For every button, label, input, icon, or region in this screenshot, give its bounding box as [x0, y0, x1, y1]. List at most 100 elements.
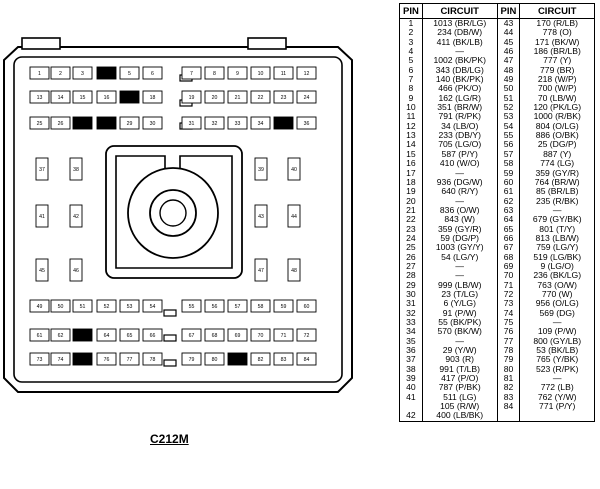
circuit-id: 800 (GY/LB) [519, 336, 595, 347]
circuit-id: 109 (P/W) [519, 326, 595, 337]
pin-cavity: 79 [181, 352, 202, 366]
pin-cavity: 25 [29, 116, 50, 130]
pin-cavity: 18 [142, 90, 163, 104]
circuit-id: 519 (LG/BK) [519, 252, 595, 262]
pin-number: 61 [496, 186, 521, 197]
cavity-number: 69 [235, 333, 241, 339]
circuit-id [519, 411, 595, 422]
pin-number: 47 [496, 56, 521, 66]
pin-number: 3 [399, 37, 423, 48]
plugged-cavity [273, 116, 294, 130]
pin-cavity: 67 [181, 328, 202, 342]
pin-number: 22 [399, 214, 423, 225]
pin-number: 18 [399, 177, 423, 188]
pin-number: 40 [399, 383, 423, 393]
pin-cavity: 30 [142, 116, 163, 130]
circuit-id: 777 (Y) [519, 56, 595, 66]
pin-cavity: 14 [50, 90, 71, 104]
pin-number: 42 [399, 411, 423, 422]
pin-cavity: 32 [204, 116, 225, 130]
pin-number: 38 [399, 364, 423, 375]
pin-number: 52 [496, 102, 521, 113]
pin-cavity: 3 [72, 66, 93, 80]
cavity-number: 61 [37, 333, 43, 339]
cavity-number: 12 [304, 71, 310, 77]
pin-number [399, 402, 423, 412]
cavity-number: 6 [151, 71, 154, 77]
cavity-number: 34 [258, 121, 264, 127]
pin-cavity: 19 [181, 90, 202, 104]
pin-number: 69 [496, 261, 521, 272]
cavity-number: 1 [38, 71, 41, 77]
circuit-id: 770 (W) [519, 289, 595, 300]
circuit-id: 771 (P/Y) [519, 401, 595, 412]
pin-number: 8 [399, 84, 423, 94]
pin-number: 80 [496, 364, 521, 375]
cavity-number: 84 [304, 357, 310, 363]
pin-cavity: 16 [96, 90, 117, 104]
pin-cavity: 84 [296, 352, 317, 366]
circuit-id: 25 (DG/P) [519, 140, 595, 150]
cavity-number: 36 [304, 121, 310, 127]
circuit-id: 762 (Y/W) [519, 392, 595, 403]
cavity-number: 50 [58, 304, 64, 310]
cavity-number: 7 [190, 71, 193, 77]
header-pin-right: PIN [496, 3, 521, 19]
cavity-number: 32 [212, 121, 218, 127]
pin-cavity: 44 [287, 204, 301, 228]
pin-cavity: 71 [273, 328, 294, 342]
circuit-id: — [519, 373, 595, 384]
cavity-number: 44 [291, 214, 297, 220]
cavity-number: 14 [58, 95, 64, 101]
cavity-number: 67 [189, 333, 195, 339]
plugged-cavity [96, 116, 117, 130]
pin-cavity: 26 [50, 116, 71, 130]
pin-cavity: 21 [227, 90, 248, 104]
pin-number: 2 [399, 27, 423, 38]
pin-number: 1 [399, 18, 423, 29]
pin-number: 73 [496, 298, 521, 309]
circuit-id: 359 (GY/R) [519, 168, 595, 178]
cavity-number: 59 [281, 304, 287, 310]
cavity-number: 64 [104, 333, 110, 339]
pin-cavity: 10 [250, 66, 271, 80]
pin-number: 60 [496, 177, 521, 188]
circuit-id: 523 (R/PK) [519, 364, 595, 375]
pin-cavity: 80 [204, 352, 225, 366]
cavity-number: 31 [189, 121, 195, 127]
pin-number: 37 [399, 355, 423, 365]
pin-number: 24 [399, 233, 423, 244]
pin-cavity: 78 [142, 352, 163, 366]
pin-cavity: 45 [35, 258, 49, 282]
pin-cavity: 37 [35, 157, 49, 181]
circuit-id: 70 (LB/W) [519, 93, 595, 104]
circuit-id: 1000 (R/BK) [519, 112, 595, 122]
pin-cavity: 74 [50, 352, 71, 366]
pin-cavity: 34 [250, 116, 271, 130]
pin-number: 56 [496, 140, 521, 150]
pin-cavity: 41 [35, 204, 49, 228]
circuit-id: 801 (T/Y) [519, 224, 595, 234]
cavity-number: 77 [127, 357, 133, 363]
cavity-number: 49 [37, 304, 43, 310]
cavity-number: 52 [104, 304, 110, 310]
pin-number: 70 [496, 270, 521, 281]
cavity-number: 19 [189, 95, 195, 101]
pin-cavity: 56 [204, 299, 225, 313]
cavity-number: 24 [304, 95, 310, 101]
circuit-id: 700 (W/P) [519, 84, 595, 94]
circuit-id: 171 (BK/W) [519, 37, 595, 48]
circuit-id: 679 (GY/BK) [519, 214, 595, 225]
table-header-row: PIN CIRCUIT PIN CIRCUIT [399, 3, 595, 19]
